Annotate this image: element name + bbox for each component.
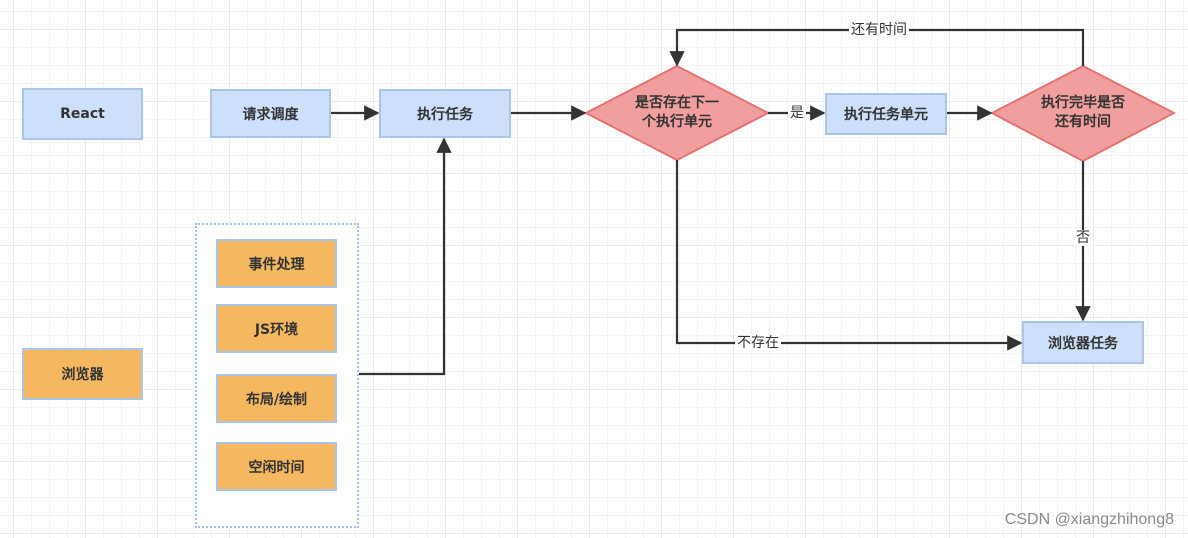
edge-not-exist: [675, 160, 1023, 351]
decision-time-remaining-label: 执行完毕是否 还有时间: [1023, 94, 1143, 132]
decision-has-next-unit-label: 是否存在下一 个执行单元: [617, 94, 737, 132]
legend-react[interactable]: React: [22, 88, 143, 140]
group-item-label: 布局/绘制: [245, 391, 308, 408]
node-execute-task-label: 执行任务: [417, 106, 473, 123]
legend-browser-label: 浏览器: [61, 367, 104, 383]
group-item-label: 事件处理: [248, 256, 305, 273]
group-item-label: 空闲时间: [248, 459, 305, 476]
group-item-layout-paint[interactable]: 布局/绘制: [216, 374, 337, 423]
edge-group-to-execute: [358, 137, 452, 376]
decision-has-next-unit-line1: 是否存在下一: [635, 95, 719, 111]
group-item-event-handling[interactable]: 事件处理: [216, 239, 337, 288]
edge-label-no: 否: [1074, 230, 1092, 246]
edge-label-has-time: 还有时间: [849, 22, 909, 38]
group-item-idle-time[interactable]: 空闲时间: [216, 442, 337, 491]
legend-browser[interactable]: 浏览器: [22, 348, 143, 400]
node-execute-task-unit[interactable]: 执行任务单元: [825, 93, 947, 135]
decision-time-remaining-line2: 还有时间: [1055, 114, 1111, 130]
node-request-schedule-label: 请求调度: [242, 106, 299, 123]
node-request-schedule[interactable]: 请求调度: [210, 89, 331, 138]
node-browser-task-label: 浏览器任务: [1048, 335, 1118, 352]
group-item-label: JS环境: [254, 321, 299, 338]
decision-has-next-unit-line2: 个执行单元: [642, 114, 712, 130]
edge-label-not-exist: 不存在: [735, 335, 781, 351]
edge-label-yes: 是: [788, 105, 806, 121]
node-execute-task-unit-label: 执行任务单元: [844, 107, 928, 123]
group-item-js-env[interactable]: JS环境: [216, 304, 337, 353]
watermark: CSDN @xiangzhihong8: [1004, 511, 1174, 528]
decision-time-remaining-line1: 执行完毕是否: [1041, 95, 1125, 111]
node-browser-task[interactable]: 浏览器任务: [1022, 321, 1144, 364]
node-execute-task[interactable]: 执行任务: [379, 89, 511, 138]
legend-react-label: React: [60, 106, 105, 122]
